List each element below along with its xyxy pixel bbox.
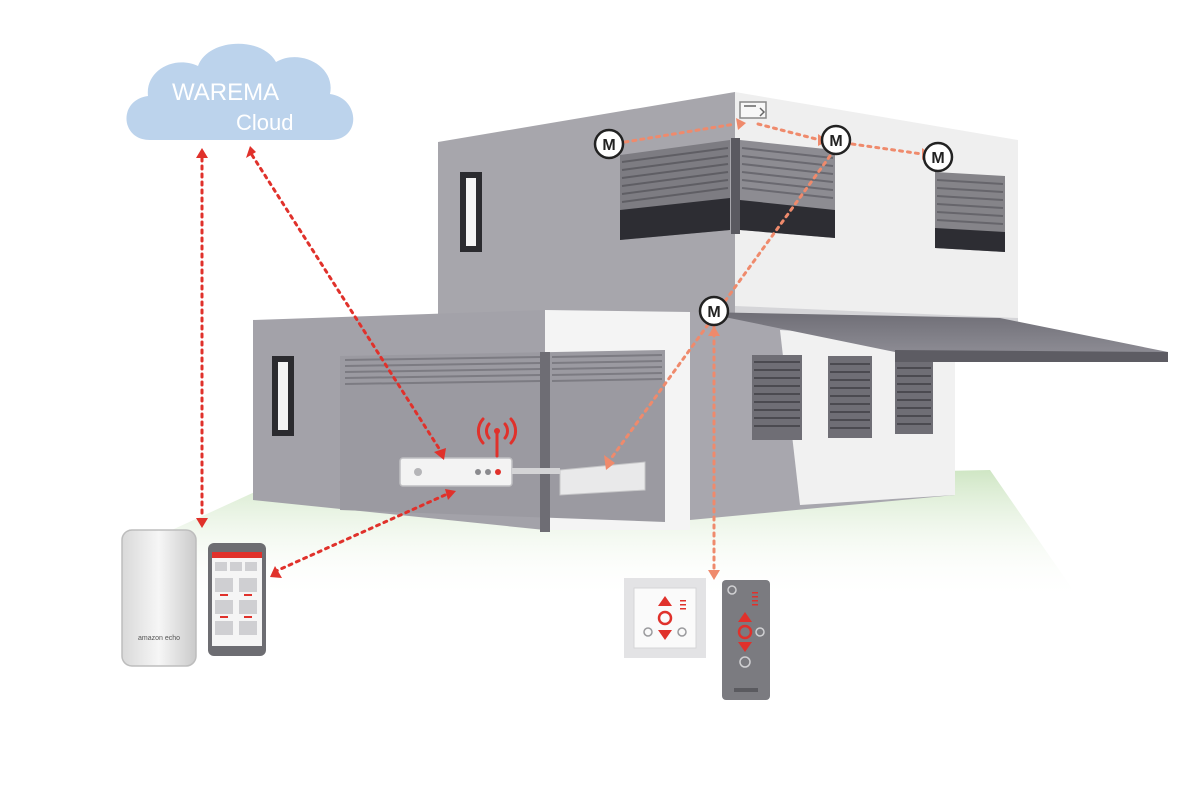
upper-corner-window-left <box>620 140 730 240</box>
link-sensor-motor2 <box>756 122 822 142</box>
cloud-links <box>200 153 447 574</box>
smartphone-icon <box>208 543 266 656</box>
wifi-signal-icon <box>476 417 518 458</box>
gate-drive <box>559 461 646 496</box>
motor-icon-1: M <box>593 128 625 160</box>
awning <box>700 312 1168 352</box>
lower-window-2 <box>828 356 872 438</box>
upper-left-window-frame <box>466 178 476 246</box>
remote-control-icon <box>722 580 770 700</box>
link-motor1-sensor <box>623 122 737 144</box>
upper-right-window <box>935 172 1005 252</box>
motor-label: M <box>829 133 842 150</box>
lower-window-3 <box>895 360 933 434</box>
motor-icon-4: M <box>698 295 730 327</box>
lower-left-window-frame <box>278 362 288 430</box>
weather-sensor-icon <box>739 101 767 119</box>
motor-icon-3: M <box>922 141 954 173</box>
link-gateway-phone <box>272 493 447 574</box>
garage-post <box>540 352 550 532</box>
link-motor2-motor3 <box>850 142 924 156</box>
motor-label: M <box>931 150 944 167</box>
link-cloud-gateway <box>250 153 442 452</box>
garage-door-slats <box>344 354 663 385</box>
cloud-title: WAREMA <box>172 79 279 106</box>
gateway-icon <box>399 457 560 487</box>
cloud-subtitle: Cloud <box>236 110 293 135</box>
wall-switch-icon <box>624 578 706 658</box>
upper-corner-window-right <box>740 140 835 238</box>
corner-post <box>731 138 740 234</box>
upper-left-wall <box>438 92 735 320</box>
cloud-icon: WAREMA Cloud <box>126 43 354 140</box>
motor-icon-2: M <box>820 124 852 156</box>
motor-label: M <box>602 137 615 154</box>
motor-label: M <box>707 304 720 321</box>
awning-front-bar <box>895 350 1168 362</box>
link-arrowheads <box>196 146 456 578</box>
lower-window-1 <box>752 355 802 440</box>
smart-speaker-icon: amazon echo <box>121 529 197 667</box>
speaker-label: amazon echo <box>138 635 180 642</box>
